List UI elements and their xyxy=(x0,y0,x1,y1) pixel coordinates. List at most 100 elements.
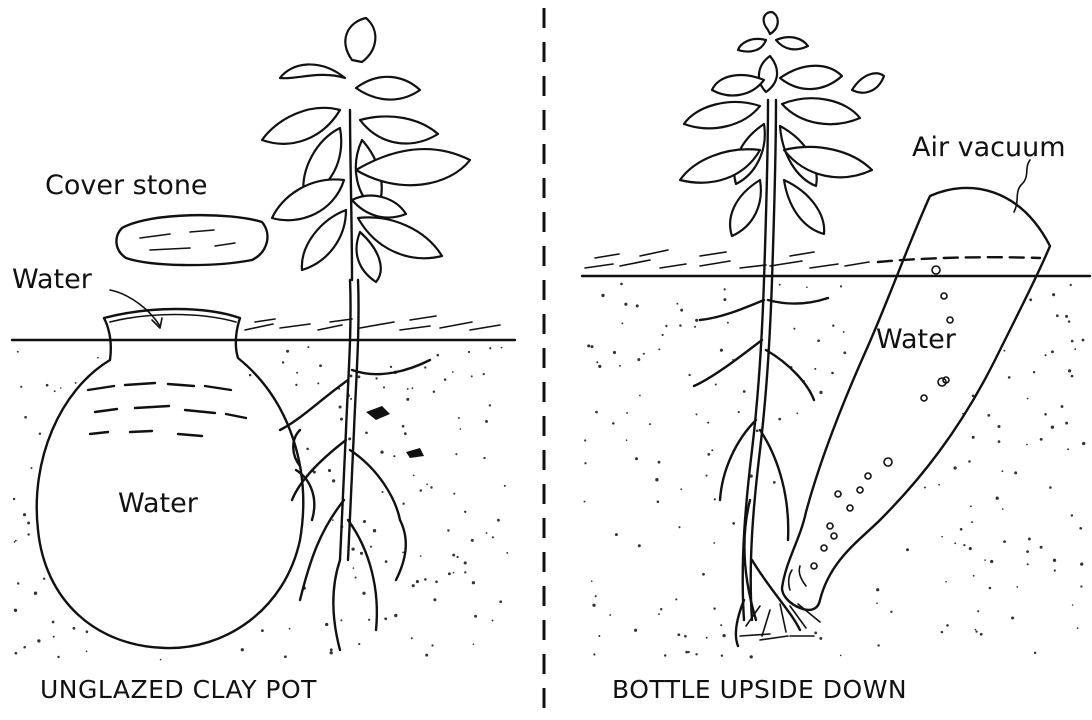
soil-speckle xyxy=(472,581,475,584)
soil-speckle xyxy=(363,520,366,523)
soil-speckle xyxy=(675,598,677,600)
soil-speckle xyxy=(1026,550,1029,553)
soil-speckle xyxy=(420,489,423,492)
soil-speckle xyxy=(249,374,252,377)
soil-speckle xyxy=(23,513,26,516)
soil-speckle xyxy=(662,334,664,336)
soil-speckle xyxy=(684,635,687,638)
air-bubble xyxy=(941,293,947,299)
soil-speckle xyxy=(584,439,586,441)
plant-left xyxy=(262,18,470,650)
soil-speckle xyxy=(23,646,26,649)
soil-speckle xyxy=(643,353,645,355)
soil-speckle xyxy=(1071,375,1074,378)
soil-speckle xyxy=(975,630,977,632)
air-bubble xyxy=(835,491,841,497)
soil-speckle xyxy=(447,529,449,531)
soil-speckle xyxy=(969,547,972,550)
soil-speckle xyxy=(483,373,485,375)
soil-speckle xyxy=(1040,438,1043,441)
soil-speckle xyxy=(424,578,427,581)
soil-speckles-left xyxy=(13,346,508,660)
soil-speckle xyxy=(727,322,729,324)
soil-speckle xyxy=(286,350,289,353)
soil-speckle xyxy=(679,324,681,326)
air-bubble xyxy=(947,317,953,323)
soil-speckle xyxy=(471,539,474,542)
soil-speckle xyxy=(351,547,354,550)
soil-speckle xyxy=(711,449,713,451)
soil-speckle xyxy=(350,398,352,400)
soil-speckle xyxy=(984,559,986,561)
soil-speckle xyxy=(975,629,977,631)
soil-speckle xyxy=(307,346,309,348)
soil-speckle xyxy=(626,412,628,414)
soil-speckle xyxy=(814,632,817,635)
soil-speckle xyxy=(17,351,19,353)
soil-speckle xyxy=(1068,369,1071,372)
soil-speckle xyxy=(1045,354,1047,356)
soil-speckle xyxy=(819,637,822,640)
soil-speckle xyxy=(876,602,878,604)
soil-speckle xyxy=(973,575,975,577)
soil-speckle xyxy=(706,637,708,639)
soil-speckle xyxy=(658,461,661,464)
soil-speckle xyxy=(1001,470,1003,472)
soil-speckle xyxy=(876,588,879,591)
soil-speckle xyxy=(425,654,428,657)
soil-speckle xyxy=(431,644,433,646)
soil-speckle xyxy=(86,630,89,633)
soil-speckle xyxy=(448,572,451,575)
soil-speckle xyxy=(938,484,940,486)
soil-speckle xyxy=(383,386,385,388)
soil-speckle xyxy=(332,479,335,482)
soil-speckle xyxy=(368,619,370,621)
soil-speckle xyxy=(355,576,357,578)
soil-speckle xyxy=(52,621,55,624)
soil-speckle xyxy=(483,457,485,459)
soil-speckle xyxy=(721,654,723,656)
soil-speckle xyxy=(990,560,993,563)
soil-speckle xyxy=(325,623,328,626)
soil-speckle xyxy=(27,522,30,525)
soil-speckle xyxy=(634,629,637,632)
soil-speckle xyxy=(831,372,834,375)
soil-speckle xyxy=(843,351,846,354)
soil-speckle xyxy=(720,624,722,626)
soil-speckle xyxy=(596,361,598,363)
soil-speckle xyxy=(637,358,640,361)
air-bubble xyxy=(847,505,853,511)
soil-speckle xyxy=(416,580,419,583)
soil-speckle xyxy=(282,361,284,363)
water-pot-label: Water xyxy=(118,488,199,519)
soil-speckle xyxy=(332,519,334,521)
soil-speckle xyxy=(977,610,979,612)
soil-speckle xyxy=(435,580,438,583)
soil-speckle xyxy=(485,420,488,423)
soil-speckle xyxy=(806,286,808,288)
air-bubble xyxy=(857,487,863,493)
soil-speckle xyxy=(437,354,440,357)
soil-speckle xyxy=(954,542,956,544)
mulch-left xyxy=(245,316,500,330)
soil-speckle xyxy=(720,349,723,352)
right-caption: BOTTLE UPSIDE DOWN xyxy=(612,675,907,704)
soil-speckle xyxy=(598,365,601,368)
soil-speckle xyxy=(840,655,842,657)
soil-speckle xyxy=(404,432,407,435)
soil-speckle xyxy=(340,418,343,421)
soil-speckle xyxy=(843,331,845,333)
soil-speckle xyxy=(738,411,740,413)
air-bubble xyxy=(921,395,927,401)
soil-speckle xyxy=(1049,486,1052,489)
soil-speckle xyxy=(289,628,291,630)
soil-speckle xyxy=(86,651,88,653)
soil-speckle xyxy=(362,592,365,595)
soil-speckle xyxy=(1080,562,1083,565)
soil-speckle xyxy=(1003,350,1005,352)
soil-speckle xyxy=(998,440,1001,443)
soil-speckle xyxy=(591,345,594,348)
soil-speckle xyxy=(624,303,627,306)
soil-speckle xyxy=(37,639,40,642)
soil-speckle xyxy=(60,387,62,389)
